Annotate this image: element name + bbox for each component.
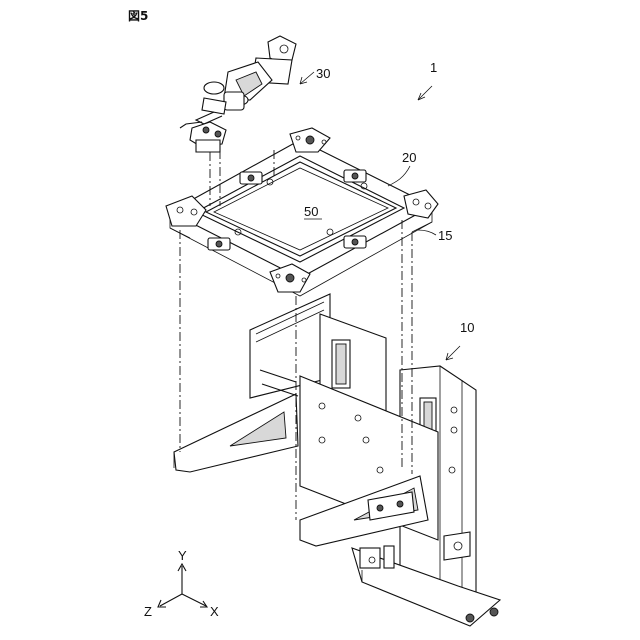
leader-outer-frame xyxy=(418,230,436,235)
x-axis-arrow xyxy=(182,594,206,606)
axis-y-label: Y xyxy=(178,548,187,563)
z-axis-arrow xyxy=(160,594,182,606)
label-inner-frame: 20 xyxy=(402,150,416,165)
label-outer-frame: 15 xyxy=(438,228,452,243)
axis-triad: Y X Z xyxy=(144,548,219,619)
leader-frame-unit xyxy=(418,86,432,100)
leader-inner-frame xyxy=(388,166,410,186)
corner-block-right xyxy=(404,190,438,218)
axis-z-label: Z xyxy=(144,604,152,619)
head-unit xyxy=(180,36,296,152)
label-work-area: 50 xyxy=(304,204,318,219)
frame-assembly xyxy=(166,128,438,296)
axis-x-label: X xyxy=(210,604,219,619)
label-base-structure: 10 xyxy=(460,320,474,335)
label-head-unit: 30 xyxy=(316,66,330,81)
corner-block-top xyxy=(290,128,330,152)
leader-base-structure xyxy=(446,346,460,360)
figure-title: 図5 xyxy=(128,9,148,23)
base-structure xyxy=(174,294,500,626)
label-frame-unit: 1 xyxy=(430,60,437,75)
